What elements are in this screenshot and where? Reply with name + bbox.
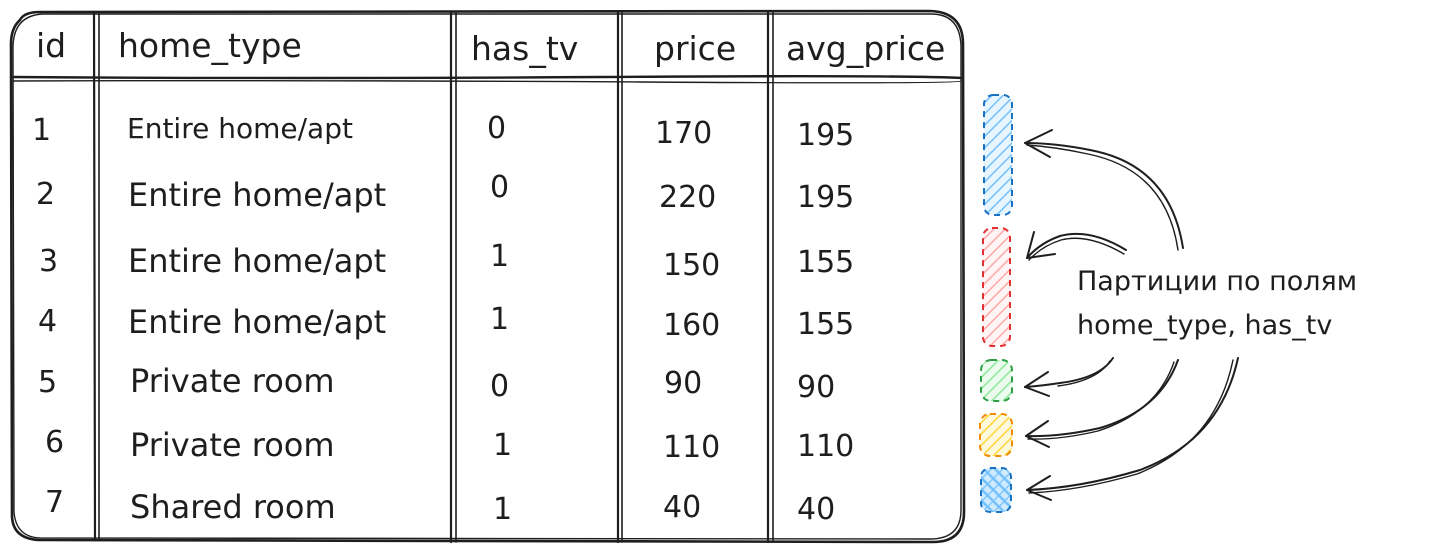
cell-id: 5 [38, 365, 57, 400]
table-row: 2 Entire home/apt 0 220 195 [36, 170, 854, 215]
cell-home-type: Shared room [130, 488, 336, 526]
cell-id: 4 [38, 304, 57, 339]
cell-avg-price: 90 [797, 370, 835, 405]
cell-home-type: Entire home/apt [128, 303, 386, 341]
cell-avg-price: 40 [797, 492, 835, 527]
cell-home-type: Entire home/apt [128, 242, 386, 280]
partition-note: Партиции по полям home_type, has_tv [1077, 266, 1357, 341]
cell-avg-price: 110 [797, 429, 854, 464]
cell-price: 220 [659, 180, 716, 215]
cell-id: 3 [39, 244, 58, 279]
column-header-id: id [36, 26, 66, 65]
partition-arrows [1024, 129, 1239, 501]
table-row: 5 Private room 0 90 90 [38, 362, 835, 405]
table: id home_type has_tv price avg_price 1 En… [9, 9, 966, 544]
cell-has-tv: 1 [490, 239, 509, 274]
partition-note-line-2: home_type, has_tv [1077, 310, 1332, 341]
partition-note-line-1: Партиции по полям [1077, 266, 1357, 297]
cell-has-tv: 1 [493, 428, 512, 463]
column-header-has-tv: has_tv [471, 29, 578, 68]
cell-id: 6 [45, 425, 64, 460]
column-header-home-type: home_type [118, 26, 302, 65]
table-body: 1 Entire home/apt 0 170 195 2 Entire hom… [32, 111, 854, 527]
cell-id: 1 [32, 113, 51, 148]
table-row: 3 Entire home/apt 1 150 155 [39, 239, 854, 283]
cell-price: 150 [663, 248, 720, 283]
cell-avg-price: 195 [797, 180, 854, 215]
table-row: 4 Entire home/apt 1 160 155 [38, 302, 854, 343]
cell-home-type: Entire home/apt [128, 176, 386, 214]
arrow-to-partition-5 [1026, 357, 1239, 501]
arrow-to-partition-1 [1024, 129, 1184, 251]
partition-marker-entire-home-tv [982, 227, 1011, 347]
cell-has-tv: 0 [487, 111, 506, 146]
table-header: id home_type has_tv price avg_price [36, 26, 945, 68]
table-border [9, 9, 966, 544]
table-row: 6 Private room 1 110 110 [45, 425, 854, 465]
cell-has-tv: 0 [490, 369, 509, 404]
cell-avg-price: 155 [797, 245, 854, 280]
partition-marker-private-room-tv [979, 413, 1013, 457]
header-divider [9, 75, 965, 80]
cell-price: 160 [663, 308, 720, 343]
cell-home-type: Private room [130, 426, 335, 464]
partition-marker-private-room-no-tv [980, 359, 1013, 402]
partition-markers [979, 94, 1013, 513]
cell-home-type: Entire home/apt [127, 112, 353, 145]
table-row: 7 Shared room 1 40 40 [45, 485, 835, 527]
arrow-to-partition-2 [1026, 231, 1127, 261]
cell-home-type: Private room [130, 362, 335, 400]
arrow-to-partition-4 [1025, 359, 1179, 448]
cell-avg-price: 195 [797, 118, 854, 153]
cell-id: 2 [36, 177, 55, 212]
cell-has-tv: 0 [490, 170, 509, 205]
table-row: 1 Entire home/apt 0 170 195 [32, 111, 854, 153]
arrow-to-partition-3 [1024, 357, 1114, 397]
cell-price: 90 [664, 366, 702, 401]
cell-price: 170 [655, 116, 712, 151]
cell-price: 110 [663, 430, 720, 465]
partition-marker-shared-room-tv [980, 467, 1012, 513]
header-divider-echo [12, 79, 962, 84]
cell-has-tv: 1 [490, 302, 509, 337]
column-header-avg-price: avg_price [786, 29, 945, 68]
cell-id: 7 [45, 485, 64, 520]
cell-avg-price: 155 [797, 307, 854, 342]
column-dividers [92, 10, 774, 544]
column-header-price: price [654, 29, 736, 68]
table-border-echo [12, 13, 962, 540]
cell-has-tv: 1 [493, 492, 512, 527]
partition-marker-entire-home-no-tv [983, 94, 1013, 216]
cell-price: 40 [663, 490, 701, 525]
